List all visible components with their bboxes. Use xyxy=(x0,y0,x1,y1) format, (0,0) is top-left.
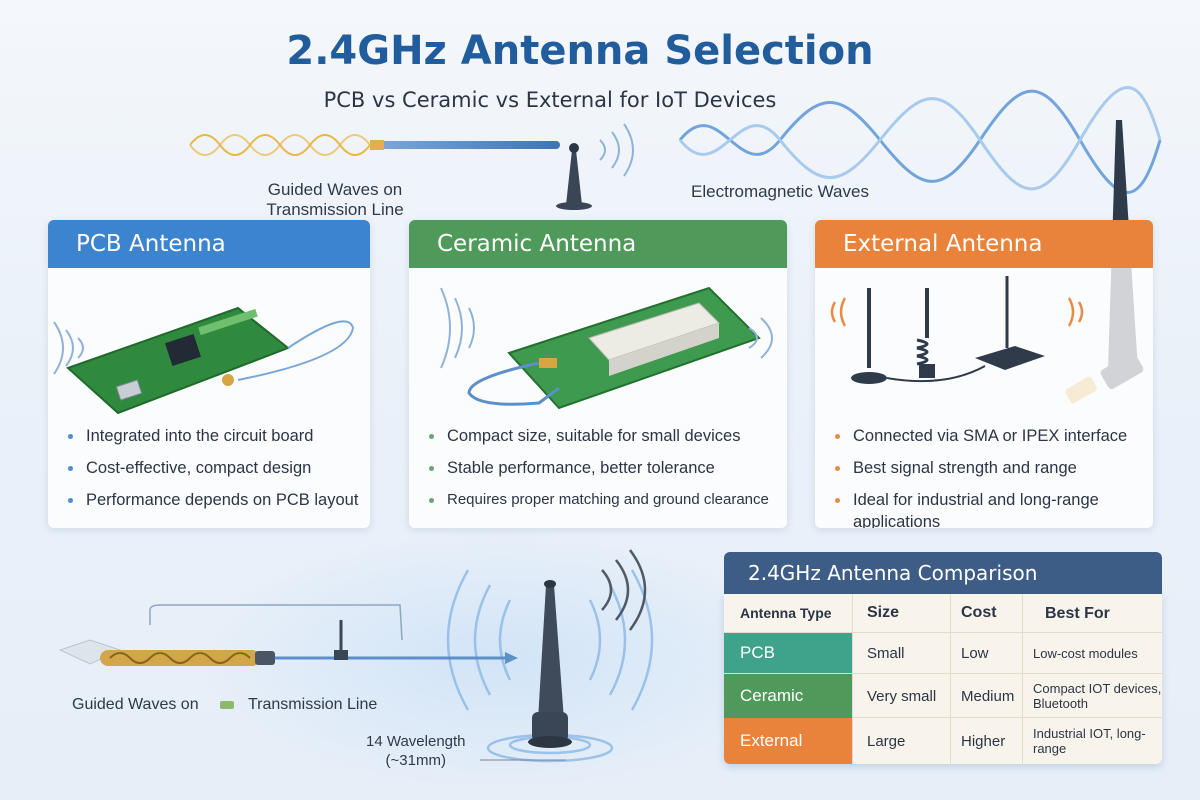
bottom-guided-waves-label: Guided Waves on xyxy=(72,696,199,713)
guided-waves-label: Guided Waves on Transmission Line xyxy=(250,180,420,220)
wavelength-line2: (~31mm) xyxy=(385,752,446,769)
pcb-card-title: PCB Antenna xyxy=(48,220,370,268)
row-type-pcb: PCB xyxy=(724,633,852,673)
row-type-ceramic: Ceramic xyxy=(724,674,852,718)
wavelength-line1: 14 Wavelength xyxy=(366,733,466,750)
external-antenna-card: External Antenna Connected via SMA or IP… xyxy=(815,220,1153,528)
list-item: Compact size, suitable for small devices xyxy=(429,420,779,452)
external-bullets: Connected via SMA or IPEX interface Best… xyxy=(835,420,1145,528)
page-title: 2.4GHz Antenna Selection xyxy=(286,28,874,74)
bottom-whip-antenna-icon xyxy=(528,580,572,748)
ceramic-board-illustration xyxy=(440,286,773,410)
header-size: Size xyxy=(852,594,950,632)
page-subtitle: PCB vs Ceramic vs External for IoT Devic… xyxy=(323,88,777,112)
row-size: Small xyxy=(852,633,950,673)
header-cost: Cost xyxy=(950,594,1022,632)
list-item: Best signal strength and range xyxy=(835,452,1145,484)
row-cost: Medium xyxy=(950,674,1022,718)
list-item: Stable performance, better tolerance xyxy=(429,452,779,484)
bottom-wave-rings xyxy=(446,549,654,763)
ceramic-card-title: Ceramic Antenna xyxy=(409,220,787,268)
bottom-coax-cable xyxy=(58,604,518,666)
list-item: Cost-effective, compact design xyxy=(68,452,362,484)
connector-icon xyxy=(220,701,234,709)
row-best-for: Compact IOT devices, Bluetooth xyxy=(1022,674,1162,718)
row-best-for: Industrial IOT, long-range xyxy=(1022,718,1162,764)
top-small-antenna-icon xyxy=(556,123,634,210)
ceramic-bullets: Compact size, suitable for small devices… xyxy=(429,420,779,516)
row-size: Large xyxy=(852,718,950,764)
header-antenna-type: Antenna Type xyxy=(740,605,832,621)
top-guided-wave xyxy=(189,134,560,156)
row-size: Very small xyxy=(852,674,950,718)
header-best-for: Best For xyxy=(1022,594,1162,632)
list-item: Requires proper matching and ground clea… xyxy=(429,484,779,516)
list-item: Ideal for industrial and long-range appl… xyxy=(835,484,1145,528)
row-cost: Higher xyxy=(950,718,1022,764)
row-cost: Low xyxy=(950,633,1022,673)
comparison-table: Antenna Type Size Cost Best For PCB Smal… xyxy=(724,594,1162,764)
table-header-row: Antenna Type Size Cost Best For xyxy=(724,594,1162,632)
external-antennas-illustration xyxy=(830,276,1084,384)
table-row: Ceramic Very small Medium Compact IOT de… xyxy=(724,673,1162,718)
bottom-transmission-line-label: Transmission Line xyxy=(248,696,378,713)
pcb-board-illustration xyxy=(53,306,355,415)
em-wave-graphic xyxy=(678,86,1162,194)
row-type-external: External xyxy=(724,718,852,764)
ceramic-antenna-card: Ceramic Antenna Compact size, suitable f… xyxy=(409,220,787,528)
comparison-title: 2.4GHz Antenna Comparison xyxy=(724,552,1162,594)
pcb-bullets: Integrated into the circuit board Cost-e… xyxy=(68,420,362,516)
guided-waves-line2: Transmission Line xyxy=(266,200,404,219)
em-waves-label: Electromagnetic Waves xyxy=(691,182,869,201)
table-row: PCB Small Low Low-cost modules xyxy=(724,632,1162,673)
pcb-antenna-card: PCB Antenna Integrated into the circuit … xyxy=(48,220,370,528)
list-item: Performance depends on PCB layout xyxy=(68,484,362,516)
wavelength-label: 14 Wavelength (~31mm) xyxy=(366,732,466,770)
external-card-title: External Antenna xyxy=(815,220,1153,268)
guided-waves-line1: Guided Waves on xyxy=(267,180,403,199)
list-item: Connected via SMA or IPEX interface xyxy=(835,420,1145,452)
row-best-for: Low-cost modules xyxy=(1022,633,1162,673)
table-row: External Large Higher Industrial IOT, lo… xyxy=(724,717,1162,764)
list-item: Integrated into the circuit board xyxy=(68,420,362,452)
